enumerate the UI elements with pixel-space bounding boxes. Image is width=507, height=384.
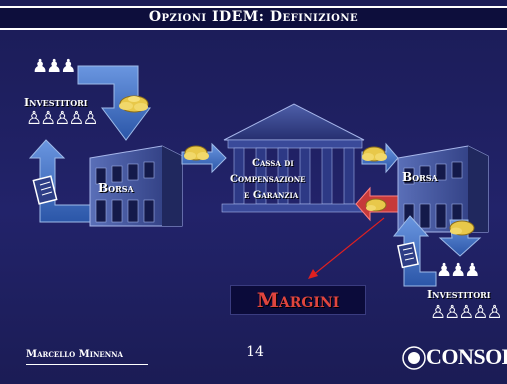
coins-icon: [361, 142, 399, 174]
building-icon: [89, 145, 183, 227]
investitori-figures-bottom: ♟♟♟: [436, 260, 480, 281]
investitori-figures-bottom-2: ♙♙♙♙♙: [430, 302, 503, 323]
coins-icon: [181, 142, 227, 174]
certificate-icon: [396, 241, 420, 269]
consob-logo: CONSOB: [402, 344, 507, 374]
pointer-line: [311, 217, 385, 277]
margini-label: Margini: [256, 288, 340, 312]
certificate-icon: [32, 175, 58, 205]
page-number: 14: [246, 344, 264, 360]
investitori-label-bottom: Investitori: [427, 288, 491, 301]
cassa-label-line2: Compensazione: [230, 174, 306, 185]
coins-icon: [119, 95, 149, 113]
arrow-icon: [438, 219, 482, 257]
borsa-left-label: Borsa: [98, 181, 134, 195]
investitori-figures-top-2: ♙♙♙♙♙: [26, 108, 99, 129]
cassa-label-line3: e Garanzia: [244, 190, 299, 201]
footer-divider: [26, 364, 148, 365]
slide-title: Opzioni IDEM: Definizione: [148, 9, 359, 25]
consob-logo-text: CONSOB: [426, 344, 507, 369]
borsa-right-label: Borsa: [402, 170, 438, 184]
title-bar: Opzioni IDEM: Definizione: [0, 6, 507, 30]
margini-box: Margini: [230, 285, 366, 315]
building-icon: [397, 145, 489, 233]
investitori-figures-top: ♟♟♟: [32, 56, 76, 77]
investitori-label-top: Investitori: [24, 96, 88, 109]
consob-seal-icon: [402, 346, 426, 370]
cassa-label-line1: Cassa di: [252, 158, 294, 169]
temple-icon: [221, 103, 369, 213]
author-name: Marcello Minenna: [26, 349, 123, 360]
arrow-icon: [355, 186, 399, 222]
arrow-icon: [77, 65, 151, 141]
